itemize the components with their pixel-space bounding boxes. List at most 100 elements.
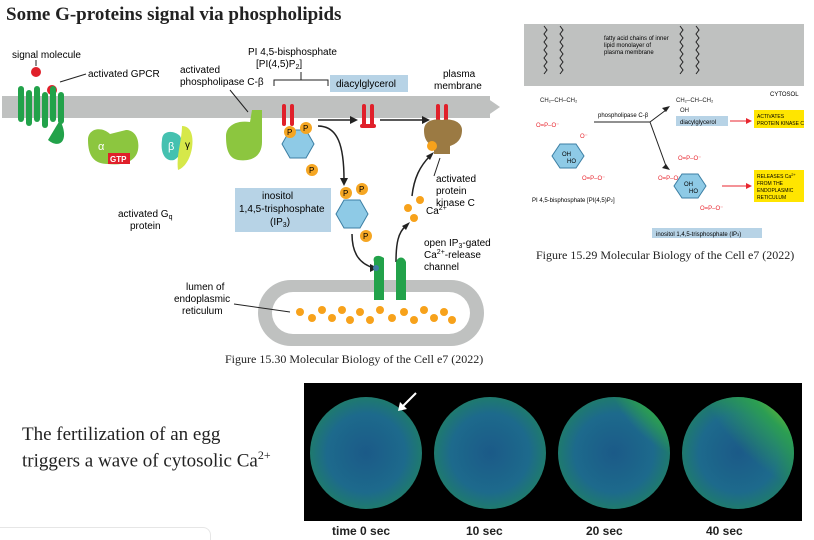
svg-text:P: P bbox=[363, 232, 368, 241]
label-plasma-membrane: plasma bbox=[443, 69, 476, 80]
protein-kinase-c bbox=[424, 104, 462, 154]
label-beta: β bbox=[168, 141, 174, 153]
label-releases-3: ENDOPLASMIC bbox=[757, 188, 794, 194]
label-channel-2: Ca2+-release bbox=[424, 249, 481, 261]
calcium-wave-panel bbox=[304, 383, 802, 521]
dag-box bbox=[330, 75, 408, 92]
label-cytosol: CYTOSOL bbox=[770, 92, 799, 98]
label-pi45bp: PI 4,5-bisphosphate bbox=[248, 47, 337, 58]
fatty-acid-chains bbox=[543, 25, 700, 75]
label-pkc: activated bbox=[436, 174, 476, 185]
pip2-structure: OH HO O=P–O⁻ O⁻ bbox=[551, 134, 605, 182]
time-label-10: 10 sec bbox=[466, 524, 503, 538]
chemistry-diagram: fatty acid chains of inner lipid monolay… bbox=[524, 24, 804, 238]
svg-text:HO: HO bbox=[689, 189, 698, 195]
label-ip3: inositol bbox=[262, 191, 293, 202]
svg-text:O=P–O⁻: O=P–O⁻ bbox=[658, 176, 681, 182]
arrow-pip2-to-ip3 bbox=[317, 125, 345, 181]
slide-title: Some G-proteins signal via phospholipids bbox=[6, 4, 342, 25]
arrowhead-ip3 bbox=[340, 178, 348, 186]
label-ip3-3: (IP3) bbox=[270, 217, 290, 229]
plc-leader bbox=[229, 89, 249, 113]
calcium-ions-released bbox=[404, 196, 424, 222]
ip3-receptor-channel bbox=[373, 255, 406, 300]
label-activated-gpcr: activated GPCR bbox=[88, 69, 160, 80]
svg-text:O=P–O⁻: O=P–O⁻ bbox=[582, 176, 605, 182]
ip3-structure: O=P–O⁻ O=P–O⁻ OH HO O=P–O⁻ bbox=[658, 156, 723, 212]
right-glycerol: CH₂–CH–CH₂ bbox=[676, 98, 714, 104]
activates-pkc-box bbox=[754, 110, 804, 128]
svg-text:OH: OH bbox=[562, 152, 571, 158]
label-activated-gq-2: protein bbox=[130, 221, 161, 232]
g-beta-subunit bbox=[161, 131, 182, 161]
svg-text:OH: OH bbox=[684, 182, 693, 188]
label-activated-plc-2: phospholipase C-β bbox=[180, 77, 264, 88]
plc-arrowhead-up bbox=[662, 106, 670, 112]
svg-text:P: P bbox=[287, 128, 292, 137]
phospholipase-c-beta bbox=[226, 110, 262, 161]
svg-text:HO: HO bbox=[567, 159, 576, 165]
svg-text:O=P–O⁻: O=P–O⁻ bbox=[700, 206, 723, 212]
figure-caption-1530: Figure 15.30 Molecular Biology of the Ce… bbox=[225, 352, 484, 366]
label-ca: Ca2+ bbox=[426, 205, 447, 217]
time-label-0: time 0 sec bbox=[332, 524, 391, 538]
calcium-wave-1 bbox=[521, 397, 546, 422]
pi45bp-bracket bbox=[273, 72, 329, 86]
egg-cells bbox=[310, 397, 794, 509]
gpcr-receptor bbox=[18, 86, 65, 144]
pathway-diagram: signal molecule activated GPCR α GTP β γ… bbox=[2, 47, 500, 346]
dag-lipid bbox=[360, 104, 376, 128]
label-pip2: PI 4,5-bisphosphate [PI(4,5)P2] bbox=[532, 198, 615, 204]
time-label-40: 40 sec bbox=[706, 524, 743, 538]
label-fatty-acid: fatty acid chains of inner bbox=[604, 36, 669, 42]
svg-text:O⁻: O⁻ bbox=[580, 134, 588, 140]
figure-caption-1529: Figure 15.29 Molecular Biology of the Ce… bbox=[536, 248, 795, 262]
label-channel: open IP3-gated bbox=[424, 238, 491, 250]
ip3-box bbox=[235, 188, 331, 232]
label-plc: phospholipase C-β bbox=[598, 113, 649, 119]
svg-text:P: P bbox=[343, 189, 348, 198]
time-label-20: 20 sec bbox=[586, 524, 623, 538]
egg-cell-0 bbox=[310, 397, 422, 509]
svg-text:O=P–O⁻: O=P–O⁻ bbox=[678, 156, 701, 162]
label-ip3-right: inositol 1,4,5-trisphosphate (IP3) bbox=[656, 232, 741, 238]
er-calcium-ions bbox=[296, 306, 456, 324]
svg-text:P: P bbox=[309, 166, 314, 175]
gtp-badge bbox=[108, 153, 130, 164]
arrow-ca-to-pkc bbox=[411, 155, 431, 197]
calcium-wave-3 bbox=[682, 397, 794, 509]
body-text: The fertilization of an egg triggers a w… bbox=[22, 424, 282, 471]
left-phosphate: O=P–O⁻ bbox=[536, 123, 559, 129]
label-diacylglycerol: diacylglycerol bbox=[336, 79, 396, 90]
label-pkc-2: protein bbox=[436, 186, 467, 197]
plc-split-arrow bbox=[594, 109, 667, 167]
label-gamma: γ bbox=[185, 140, 190, 151]
label-alpha: α bbox=[98, 141, 105, 153]
label-fatty-acid-2: lipid monolayer of bbox=[604, 43, 651, 49]
gpcr-leader bbox=[59, 73, 87, 83]
ip3-box-right bbox=[652, 228, 762, 238]
label-gtp: GTP bbox=[110, 155, 127, 164]
er-lumen bbox=[272, 292, 470, 334]
footer-scrollbar-edge bbox=[0, 527, 211, 540]
arrowhead-ca-pkc bbox=[426, 152, 434, 160]
label-activated-gq: activated Gq bbox=[118, 209, 173, 221]
lipid-monolayer bbox=[524, 24, 804, 86]
plasma-membrane bbox=[2, 96, 490, 118]
label-er: lumen of bbox=[186, 282, 225, 293]
label-activates-2: PROTEIN KINASE C bbox=[757, 121, 804, 127]
arrowhead-dag bbox=[350, 116, 358, 124]
arrow-icon bbox=[398, 392, 417, 411]
label-pi45bp-2: [PI(4,5)P2] bbox=[256, 59, 302, 71]
label-plasma-membrane-2: membrane bbox=[434, 81, 482, 92]
right-oh: OH bbox=[680, 108, 689, 114]
dag-box-right bbox=[676, 116, 728, 126]
pi45bp-lipid: P P P bbox=[281, 104, 318, 176]
releases-ca-box bbox=[754, 170, 804, 202]
pkc-leader bbox=[433, 157, 441, 177]
arrowhead-ca bbox=[402, 222, 410, 230]
body-text-main: The fertilization of an egg triggers a w… bbox=[22, 424, 258, 472]
plc-arrowhead-down bbox=[662, 164, 670, 170]
arrow-channel-to-ca bbox=[395, 225, 407, 263]
label-releases: RELEASES Ca2+ bbox=[757, 172, 796, 180]
